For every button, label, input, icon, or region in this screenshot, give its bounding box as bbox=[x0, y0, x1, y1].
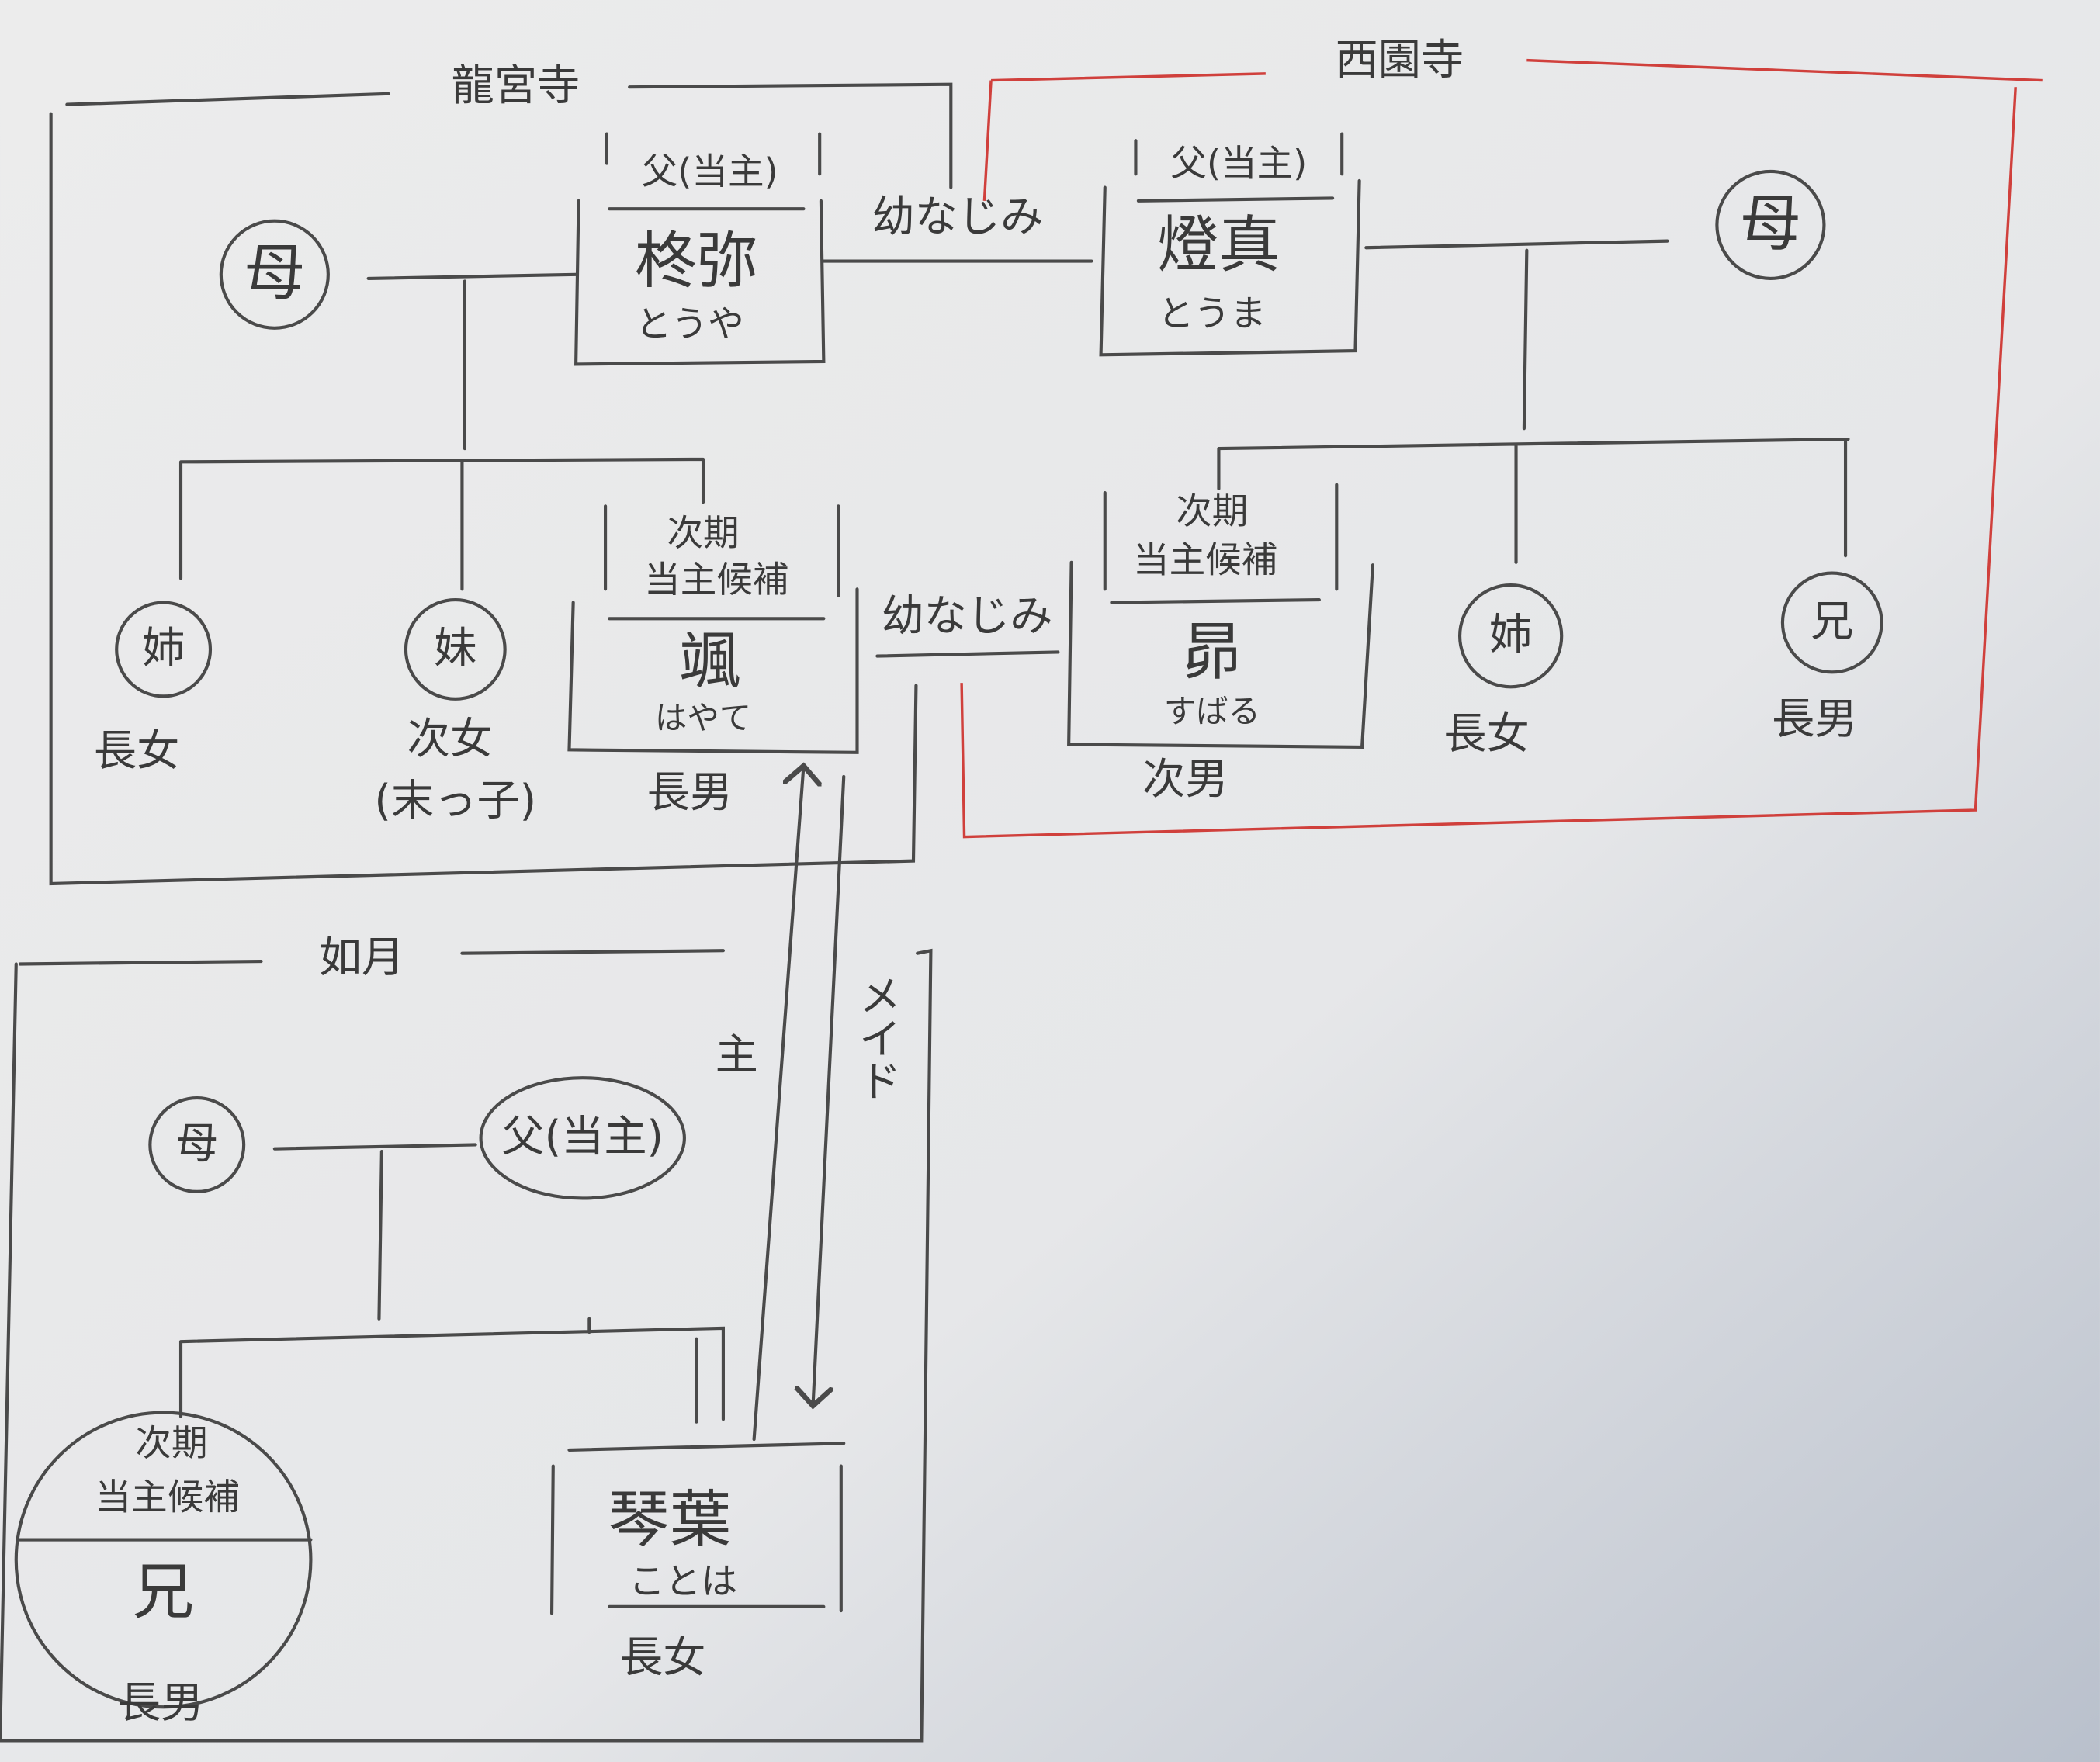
ryuguji-father-box bbox=[574, 132, 826, 366]
saionji-heir-role-line1: 次期 bbox=[1176, 490, 1248, 532]
ryuguji-younger-sister-label: 次女 bbox=[407, 715, 493, 764]
saionji-family-group: 西園寺 父(当主) 燈真 とうま 母 次期 当主候補 昴 すばる 次男 姉 長女… bbox=[960, 36, 2043, 839]
saionji-mother: 母 bbox=[1740, 187, 1801, 259]
saionji-children-lines bbox=[1217, 248, 1850, 564]
kisaragi-mother-circle bbox=[148, 1096, 246, 1193]
ryuguji-children-lines bbox=[178, 279, 705, 591]
kisaragi-heir-symbol: 兄 bbox=[133, 1556, 194, 1628]
kisaragi-daughter-reading: ことは bbox=[629, 1560, 737, 1602]
ryuguji-heir-role-line2: 当主候補 bbox=[644, 559, 788, 601]
saionji-elder-brother-label: 長男 bbox=[1772, 694, 1857, 744]
saionji-elder-sister: 姉 bbox=[1489, 611, 1532, 660]
saionji-mother-circle bbox=[1715, 169, 1826, 281]
kisaragi-heir-circle bbox=[14, 1411, 313, 1709]
saionji-border bbox=[960, 58, 2043, 839]
saionji-heir-name: 昴 bbox=[1181, 616, 1242, 688]
ryuguji-heir-box bbox=[567, 504, 859, 754]
saionji-heir-label: 次男 bbox=[1142, 755, 1228, 805]
kisaragi-daughter-name: 琴葉 bbox=[608, 1483, 732, 1556]
kisaragi-daughter-label: 長女 bbox=[620, 1633, 705, 1683]
kisaragi-father: 父(当主) bbox=[501, 1113, 664, 1162]
saionji-father-name: 燈真 bbox=[1157, 209, 1280, 281]
saionji-elder-brother: 兄 bbox=[1811, 597, 1853, 646]
kisaragi-daughter-box bbox=[549, 1442, 846, 1615]
master-arrow bbox=[752, 766, 804, 1442]
ryuguji-elder-sister: 姉 bbox=[142, 624, 185, 673]
kisaragi-marriage-line bbox=[272, 1143, 477, 1151]
kisaragi-heir-role-line2: 当主候補 bbox=[95, 1476, 240, 1518]
ryuguji-elder-sister-circle bbox=[115, 601, 213, 698]
saionji-marriage-line bbox=[1364, 239, 1669, 250]
kisaragi-children-lines bbox=[178, 1150, 726, 1424]
ryuguji-mother-circle bbox=[219, 219, 330, 330]
saionji-heir-reading: すばる bbox=[1164, 693, 1260, 730]
ryuguji-mother: 母 bbox=[244, 237, 305, 309]
kisaragi-family-name: 如月 bbox=[319, 933, 404, 982]
saionji-father-reading: とうま bbox=[1158, 293, 1267, 334]
saionji-elder-sister-label: 長女 bbox=[1443, 709, 1529, 759]
saionji-father-role: 父(当主) bbox=[1170, 142, 1307, 184]
ryuguji-father-reading: とうや bbox=[636, 303, 744, 345]
ryuguji-family-group: 龍宮寺 母 父(当主) 柊弥 とうや 姉 長女 妹 次女 (末っ子) 次期 当主… bbox=[49, 61, 953, 886]
kisaragi-heir-label: 長男 bbox=[118, 1679, 203, 1729]
master-label: 主 bbox=[716, 1030, 758, 1080]
ryuguji-family-name: 龍宮寺 bbox=[452, 61, 580, 111]
kisaragi-father-ellipse bbox=[479, 1076, 686, 1200]
saionji-heir-box bbox=[1067, 483, 1374, 749]
ryuguji-marriage-line bbox=[366, 272, 578, 281]
ryuguji-younger-sister: 妹 bbox=[434, 624, 476, 673]
ryuguji-heir-label: 長男 bbox=[647, 768, 733, 818]
ryuguji-heir-reading: はやて bbox=[655, 699, 751, 736]
kisaragi-heir-role-line1: 次期 bbox=[135, 1422, 207, 1464]
ryuguji-heir-name: 颯 bbox=[679, 625, 740, 698]
kisaragi-border bbox=[0, 948, 933, 1743]
ryuguji-younger-sister-circle bbox=[404, 598, 507, 701]
maid-label: メイド bbox=[851, 974, 900, 1103]
ryuguji-elder-sister-label: 長女 bbox=[94, 727, 179, 777]
ryuguji-father-name: 柊弥 bbox=[635, 225, 758, 297]
saionji-elder-sister-circle bbox=[1457, 583, 1564, 689]
saionji-heir-role-line2: 当主候補 bbox=[1133, 538, 1277, 580]
kisaragi-family-group: 如月 母 父(当主) 次期 当主候補 兄 長男 琴葉 ことは 長女 bbox=[0, 933, 933, 1743]
fathers-friendship-label: 幼なじみ bbox=[872, 192, 1043, 242]
ryuguji-heir-role-line1: 次期 bbox=[667, 512, 739, 554]
ryuguji-younger-sister-note: (末っ子) bbox=[374, 777, 536, 826]
saionji-father-box bbox=[1099, 132, 1361, 357]
saionji-elder-brother-circle bbox=[1780, 571, 1883, 674]
sons-friendship-line bbox=[875, 650, 1060, 658]
ryuguji-border bbox=[49, 82, 953, 886]
saionji-family-name: 西園寺 bbox=[1336, 36, 1464, 85]
maid-arrow bbox=[813, 774, 846, 1406]
sons-friendship-label: 幼なじみ bbox=[882, 591, 1053, 641]
kisaragi-mother: 母 bbox=[175, 1119, 218, 1168]
ryuguji-father-role: 父(当主) bbox=[642, 151, 778, 192]
